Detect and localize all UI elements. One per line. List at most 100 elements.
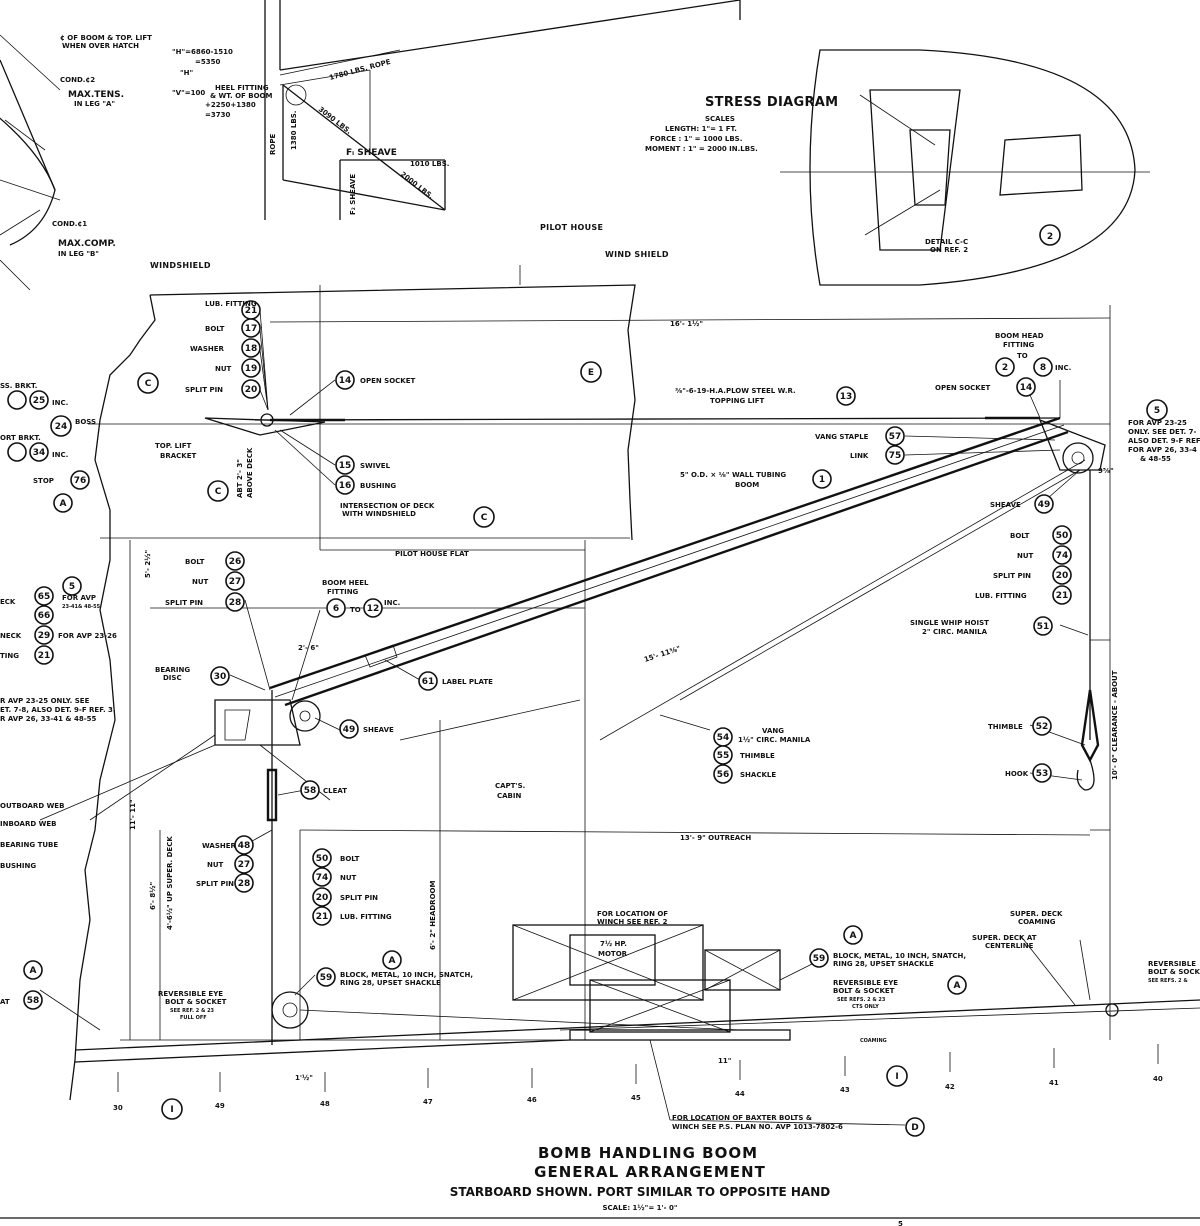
label-vang: VANG (762, 727, 784, 735)
callout-27-lower: 27 (238, 860, 251, 870)
dim-abt-2: ABOVE DECK (246, 447, 254, 498)
label-open-socket: OPEN SOCKET (360, 377, 415, 385)
label-for-avp-5b: 23-41& 48-55 (62, 604, 101, 610)
label-split-pin: SPLIT PIN (185, 386, 223, 394)
stress-diagram-title: STRESS DIAGRAM (705, 95, 838, 110)
label-rev-eye-left: REVERSIBLE EYE (158, 990, 223, 998)
callout-48: 48 (238, 841, 251, 851)
callout-24: 24 (55, 422, 68, 432)
label-boom-heel-2: FITTING (327, 588, 359, 596)
label-reversible-edge-3: SEE REFS. 2 & (1148, 978, 1188, 984)
label-stop: STOP (33, 477, 54, 485)
label-nut-heel: NUT (192, 578, 209, 586)
lbs-2000: 2000 LBS. (399, 170, 435, 201)
callout-49-heel: 49 (343, 725, 356, 735)
letter-c-1: C (145, 379, 152, 389)
label-bolt-head: BOLT (1010, 532, 1030, 540)
callout-58-left: 58 (27, 996, 40, 1006)
detail-callout-2: 2 (1047, 232, 1053, 242)
callout-8: 8 (1040, 363, 1046, 373)
v-eq-detail: HEEL FITTING (215, 84, 269, 92)
label-reversible-edge-2: BOLT & SOCK (1148, 968, 1200, 976)
callout-16: 16 (339, 481, 352, 491)
drawing-title-1: BOMB HANDLING BOOM (538, 1144, 758, 1162)
label-boss: BOSS (75, 418, 96, 426)
callout-59-left: 59 (320, 973, 333, 983)
dim-5-2: 5'- 2½" (144, 550, 152, 578)
label-washer-lower: WASHER (202, 842, 237, 850)
label-intersection: INTERSECTION OF DECK (340, 502, 435, 510)
frame-40: 40 (1153, 1075, 1163, 1083)
callout-65: 65 (38, 592, 51, 602)
label-thimble: THIMBLE (988, 723, 1023, 731)
label-split-pin-heel: SPLIT PIN (165, 599, 203, 607)
frame-41: 41 (1049, 1079, 1059, 1087)
label-motor: 7½ HP. (600, 940, 627, 948)
label-capts-cabin-2: CABIN (497, 792, 521, 800)
label-ting: TING (0, 652, 19, 660)
dim-boom-length: 15'- 11⅝" (643, 645, 681, 664)
callout-74: 74 (1056, 551, 1069, 561)
top-lift-note-2: WHEN OVER HATCH (62, 42, 139, 50)
drawing-title-3: STARBOARD SHOWN. PORT SIMILAR TO OPPOSIT… (450, 1185, 831, 1199)
letter-c-3: C (481, 513, 488, 523)
callout-74-list: 74 (316, 873, 329, 883)
label-rev-eye-left-ref-2: FULL OFF (180, 1015, 207, 1021)
v-equation-2: +2250+1380 (205, 101, 256, 109)
label-block-left: BLOCK, METAL, 10 INCH, SNATCH, (340, 971, 473, 979)
callout-50: 50 (1056, 531, 1069, 541)
f2-sheave: F₂ SHEAVE (349, 174, 357, 215)
top-lift-note: ¢ OF BOOM & TOP. LIFT (60, 34, 152, 42)
callout-13: 13 (840, 392, 853, 402)
stress-scales: SCALES (705, 115, 735, 123)
stress-scale-length: LENGTH: 1"= 1 FT. (665, 125, 737, 133)
callout-57: 57 (889, 432, 902, 442)
note-r-avp: FOR AVP 23-25 (1128, 419, 1187, 427)
letter-a-1: A (60, 499, 67, 509)
detail-label: DETAIL C-C (925, 238, 968, 246)
label-shackle-vang: SHACKLE (740, 771, 776, 779)
label-bushing-left: BUSHING (0, 862, 36, 870)
callout-56: 56 (717, 770, 730, 780)
label-motor-2: MOTOR (598, 950, 628, 958)
label-block-right-2: RING 28, UPSET SHACKLE (833, 960, 934, 968)
callout-53: 53 (1036, 769, 1049, 779)
label-eck: ECK (0, 598, 16, 606)
label-bolt-list: BOLT (340, 855, 360, 863)
callout-26: 26 (229, 557, 242, 567)
label-nut-list: NUT (340, 874, 357, 882)
h-equation: "H"=6860-1510 (172, 48, 233, 56)
label-topping-lift-2: TOPPING LIFT (710, 397, 764, 405)
label-inboard-web: INBOARD WEB (0, 820, 56, 828)
lbs-3090: 3090 LBS. (317, 105, 353, 136)
callout-52: 52 (1036, 722, 1049, 732)
letter-a-2: A (30, 966, 37, 976)
boom (204, 413, 1119, 1045)
callout-54: 54 (717, 733, 730, 743)
label-cleat: CLEAT (323, 787, 347, 795)
label-label-plate: LABEL PLATE (442, 678, 493, 686)
callout-1: 1 (819, 475, 825, 485)
dim-2-6: 2'- 6" (298, 644, 319, 652)
label-lub-fitting: LUB. FITTING (205, 300, 257, 308)
cond-2: COND.¢2 (60, 76, 95, 84)
label-top-lift-bracket: TOP. LIFT (155, 442, 192, 450)
label-vang-2: 1½" CIRC. MANILA (738, 736, 811, 744)
callout-34: 34 (33, 448, 46, 458)
dim-abt: ABT 2'- 3" (236, 459, 244, 498)
label-open-socket-head: OPEN SOCKET (935, 384, 990, 392)
label-boom-heel: BOOM HEEL (322, 579, 369, 587)
max-comp: MAX.COMP. (58, 239, 116, 249)
label-capts-cabin: CAPT'S. (495, 782, 525, 790)
label-at: AT (0, 998, 10, 1006)
dim-span-top: 16'- 1½" (670, 320, 703, 328)
frame-numbers: 30 49 48 47 46 45 44 43 42 41 40 (113, 1075, 1163, 1112)
label-sheave-heel: SHEAVE (363, 726, 394, 734)
section-letters: C C C E A A A A A D I I (23, 361, 967, 1137)
rope-1: ROPE (269, 134, 277, 155)
callout-75: 75 (889, 451, 902, 461)
frame-47: 47 (423, 1098, 433, 1106)
windshield-label: WINDSHIELD (150, 261, 211, 270)
detail-label-2: ON REF. 2 (930, 246, 968, 254)
